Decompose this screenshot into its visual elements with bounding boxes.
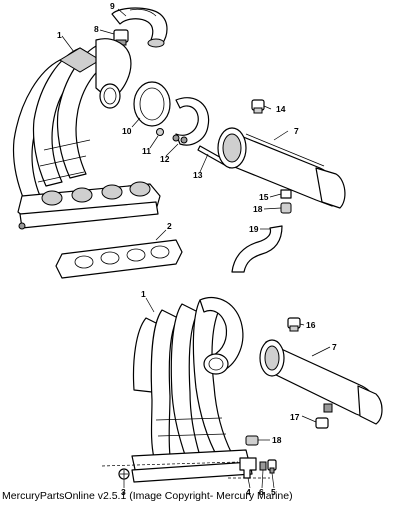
callout-18: 18 xyxy=(253,204,263,214)
part-19-hose[interactable] xyxy=(231,225,283,273)
copyright-caption: MercuryPartsOnline v2.5.1 (Image Copyrig… xyxy=(2,490,293,502)
part-6-fitting[interactable] xyxy=(259,461,267,471)
callout-2: 2 xyxy=(167,221,172,231)
callout-4: 4 xyxy=(246,487,251,497)
part-8-fitting[interactable] xyxy=(113,29,129,46)
callout-8: 8 xyxy=(94,24,99,34)
callout-14: 14 xyxy=(276,104,286,114)
part-11-nut[interactable] xyxy=(156,128,164,136)
callout-18b: 18 xyxy=(272,435,282,445)
part-17-fitting[interactable] xyxy=(315,417,329,429)
callout-10: 10 xyxy=(122,126,132,136)
callout-19: 19 xyxy=(249,224,259,234)
callout-6: 6 xyxy=(259,487,264,497)
part-15-fitting[interactable] xyxy=(280,189,292,199)
callout-17: 17 xyxy=(290,412,300,422)
callout-9: 9 xyxy=(110,1,115,11)
part-3-drain-plug[interactable] xyxy=(118,468,130,480)
callout-16: 16 xyxy=(306,320,316,330)
callout-15: 15 xyxy=(259,192,269,202)
callout-12: 12 xyxy=(160,154,170,164)
callout-7b: 7 xyxy=(332,342,337,352)
callout-13: 13 xyxy=(193,170,203,180)
part-10-gasket-ring[interactable] xyxy=(133,81,171,127)
callout-1b: 1 xyxy=(141,289,146,299)
part-1-exhaust-manifold-lower[interactable] xyxy=(131,296,253,483)
part-5-fitting[interactable] xyxy=(267,459,277,474)
callout-5: 5 xyxy=(271,487,276,497)
callout-1: 1 xyxy=(57,30,62,40)
part-7-muffler-lower[interactable] xyxy=(259,339,383,425)
part-9-elbow-hose[interactable] xyxy=(111,7,168,48)
part-1-exhaust-manifold-upper[interactable] xyxy=(12,38,161,230)
leader-lines xyxy=(61,8,331,489)
part-18-fitting-lower[interactable] xyxy=(245,435,259,446)
part-12-band-clamp[interactable] xyxy=(172,97,210,146)
part-7-muffler-upper[interactable] xyxy=(217,127,346,209)
callout-11: 11 xyxy=(142,146,151,156)
part-18-fitting[interactable] xyxy=(280,202,292,214)
part-16-fitting[interactable] xyxy=(287,317,301,332)
callout-7: 7 xyxy=(294,126,299,136)
part-14-fitting[interactable] xyxy=(251,99,265,114)
part-2-manifold-gasket[interactable] xyxy=(55,239,183,279)
alignment-line xyxy=(101,461,239,467)
callout-3: 3 xyxy=(121,487,126,497)
